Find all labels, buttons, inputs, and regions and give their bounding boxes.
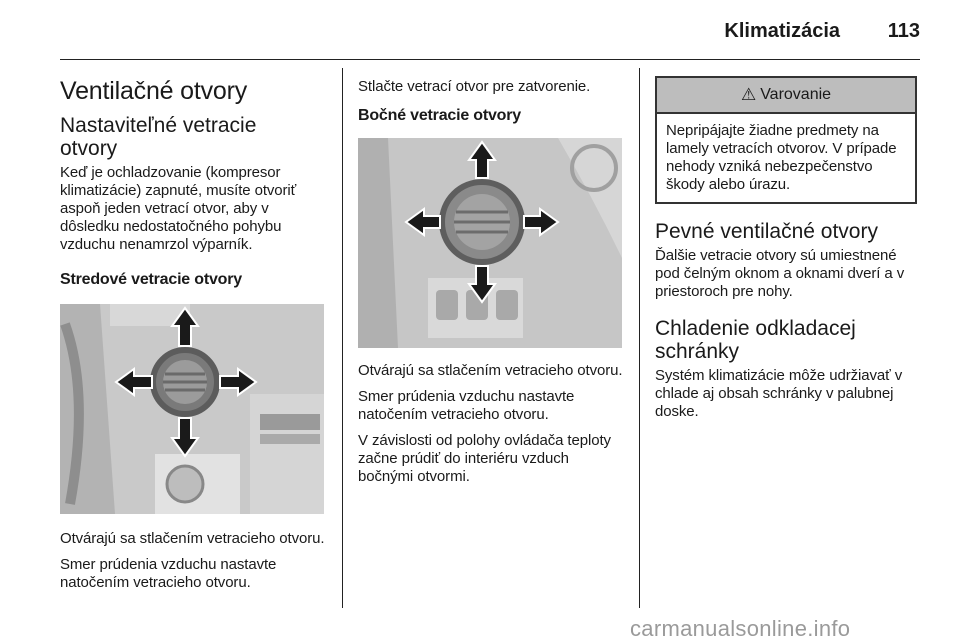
side-vent-drawing: [358, 138, 622, 348]
side-open-text: Otvárajú sa stlačením vetracieho otvoru.: [358, 362, 623, 379]
header-divider: [60, 59, 920, 60]
side-temperature-text: V závislosti od polohy ovládača teploty …: [358, 432, 611, 485]
watermark: carmanualsonline.info: [630, 616, 851, 641]
column-2: Stlačte vetrací otvor pre zatvorenie. Bo…: [358, 70, 624, 486]
fixed-vents-heading: Pevné ventilačné otvory: [655, 220, 878, 243]
column-1: Ventilačné otvory Nastaviteľné vetracie …: [60, 70, 326, 592]
section-heading: Ventilačné otvory: [60, 77, 247, 105]
side-vent-illustration: [358, 138, 622, 348]
section-title: Klimatizácia: [724, 20, 840, 42]
column-divider-1: [342, 68, 343, 608]
warning-icon: ⚠: [740, 85, 757, 104]
intro-text: Keď je ochladzovanie (kompresor klimatiz…: [60, 164, 297, 253]
page-header: Klimatizácia 113: [60, 14, 920, 58]
warning-header: ⚠ Varovanie: [657, 78, 915, 114]
center-vent-drawing: [60, 304, 324, 514]
side-vents-heading: Bočné vetracie otvory: [358, 107, 521, 124]
center-direction-text: Smer prúdenia vzduchu nastavte natočením…: [60, 556, 277, 591]
close-vent-text: Stlačte vetrací otvor pre zatvorenie.: [358, 78, 591, 95]
subsection-heading: Nastaviteľné vetracie otvory: [60, 114, 257, 160]
center-open-text: Otvárajú sa stlačením vetracieho otvoru.: [60, 530, 325, 547]
column-divider-2: [639, 68, 640, 608]
fixed-vents-text: Ďalšie vetracie otvory sú umiestnené pod…: [655, 247, 905, 300]
column-3: ⚠ Varovanie Nepripájajte žiadne predmety…: [655, 70, 921, 421]
center-vent-illustration: [60, 304, 324, 514]
center-vents-heading: Stredové vetracie otvory: [60, 271, 242, 288]
warning-text: Nepripájajte žiadne predmety na lamely v…: [666, 122, 897, 193]
warning-box: ⚠ Varovanie Nepripájajte žiadne predmety…: [655, 76, 917, 204]
glovebox-cooling-text: Systém klimatizácie môže udržiavať v chl…: [655, 367, 903, 420]
page-number: 113: [887, 20, 920, 42]
side-direction-text: Smer prúdenia vzduchu nastavte natočením…: [358, 388, 575, 423]
warning-body: Nepripájajte žiadne predmety na lamely v…: [657, 114, 915, 202]
warning-title: Varovanie: [760, 86, 832, 103]
glovebox-cooling-heading: Chladenie odkladacej schránky: [655, 317, 856, 363]
